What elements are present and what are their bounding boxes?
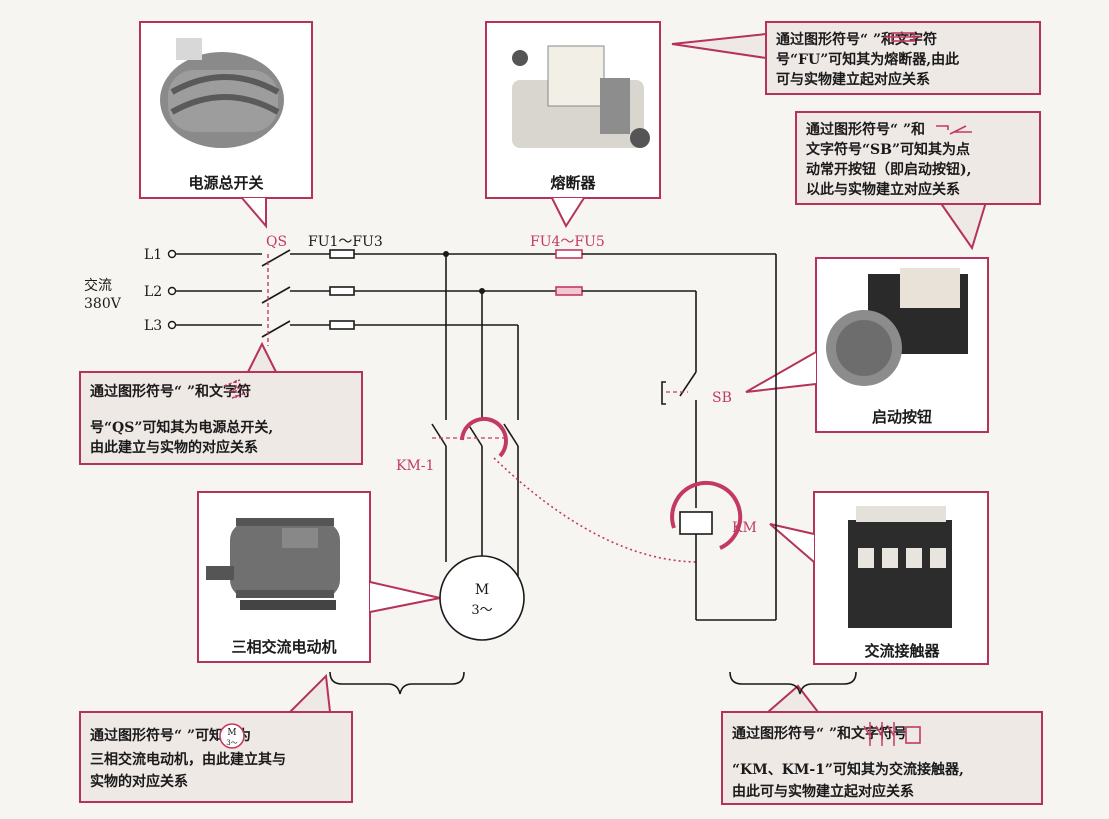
km-coil: KM <box>670 481 757 550</box>
svg-text:三相交流电动机，由此建立其与: 三相交流电动机，由此建立其与 <box>90 751 286 768</box>
svg-text:由此可与实物建立起对应关系: 由此可与实物建立起对应关系 <box>732 783 914 800</box>
fu4-fu5-label: FU4～FU5 <box>530 234 605 250</box>
fu1-fu3-label: FU1～FU3 <box>308 234 383 250</box>
phase-l1-label: L1 <box>144 247 162 263</box>
contactor-photo: 交流接触器 <box>813 491 989 665</box>
phase-l3-label: L3 <box>144 318 162 334</box>
supply-label: 交流 <box>84 277 112 294</box>
svg-text:3～: 3～ <box>226 739 237 747</box>
terminal-l3 <box>167 320 177 330</box>
contactor-bracket <box>729 671 857 695</box>
fuse-symbol-icon <box>884 32 922 42</box>
fuse-pointer <box>551 197 585 229</box>
svg-text:号“FU”可知其为熔断器,由此: 号“FU”可知其为熔断器,由此 <box>776 51 959 68</box>
terminal-l2 <box>167 286 177 296</box>
svg-text:号“QS”可知其为电源总开关,: 号“QS”可知其为电源总开关, <box>90 419 273 436</box>
main-switch-caption: 电源总开关 <box>188 174 263 192</box>
sb-start-button: SB <box>661 371 732 508</box>
start-button-caption: 启动按钮 <box>872 408 932 426</box>
motor-bracket <box>329 671 465 695</box>
motor-caption: 三相交流电动机 <box>231 638 336 656</box>
svg-text:以此与实物建立对应关系: 以此与实物建立对应关系 <box>806 181 960 198</box>
motor-note: 通过图形符号“ ”可知其为 M 3～ 三相交流电动机，由此建立其与 实物的对应关… <box>79 673 353 803</box>
main-switch-photo: 电源总开关 <box>139 21 313 199</box>
terminal-l1 <box>167 249 177 259</box>
km-label: KM <box>732 520 757 536</box>
start-button-photo: 启动按钮 <box>815 257 989 433</box>
fuse-note: 通过图形符号“ ”和文字符 号“FU”可知其为熔断器,由此 可与实物建立起对应关… <box>671 21 1041 95</box>
km-note: 通过图形符号“ ”和文字符号 “KM、KM-1”可知其为交流接触器, 由此可与实… <box>721 684 1043 805</box>
fuse-caption: 熔断器 <box>550 174 596 192</box>
motor-pointer <box>369 581 441 613</box>
km1-main-contacts: KM-1 <box>396 416 519 474</box>
phase-l2-label: L2 <box>144 284 162 300</box>
motor-symbol-icon: M 3～ <box>219 723 245 749</box>
sb-label: SB <box>712 390 732 406</box>
svg-text:通过图形符号“ ”和文字符: 通过图形符号“ ”和文字符 <box>90 383 251 400</box>
qs-main-switch: QS <box>176 234 291 346</box>
svg-text:可与实物建立起对应关系: 可与实物建立起对应关系 <box>776 71 930 88</box>
svg-text:3～: 3～ <box>471 603 492 618</box>
svg-text:文字符号“SB”可知其为点: 文字符号“SB”可知其为点 <box>806 141 970 158</box>
svg-text:动常开按钮（即启动按钮),: 动常开按钮（即启动按钮), <box>806 161 972 178</box>
km1-label: KM-1 <box>396 458 434 474</box>
fuse-photo: 熔断器 <box>485 21 661 199</box>
motor-photo: 三相交流电动机 <box>197 491 371 663</box>
svg-text:“KM、KM-1”可知其为交流接触器,: “KM、KM-1”可知其为交流接触器, <box>732 761 964 778</box>
contactor-symbol-icon <box>863 722 921 746</box>
svg-text:M: M <box>227 728 236 738</box>
motor-symbol: M 3～ <box>439 555 525 641</box>
svg-text:通过图形符号“ ”和: 通过图形符号“ ”和 <box>806 121 925 138</box>
svg-text:通过图形符号“ ”和文字符: 通过图形符号“ ”和文字符 <box>776 31 937 48</box>
main-switch-pointer <box>241 197 267 229</box>
contactor-caption: 交流接触器 <box>864 642 940 660</box>
supply-voltage: 380V <box>84 296 122 312</box>
svg-text:实物的对应关系: 实物的对应关系 <box>90 773 188 790</box>
svg-text:M: M <box>475 582 489 598</box>
svg-text:由此建立与实物的对应关系: 由此建立与实物的对应关系 <box>90 439 258 456</box>
contactor-pointer <box>769 523 815 563</box>
qs-label: QS <box>266 234 287 250</box>
qs-note: 通过图形符号“ ”和文字符 号“QS”可知其为电源总开关, 由此建立与实物的对应… <box>79 341 363 465</box>
fuses-fu1-fu3: FU1～FU3 <box>308 234 383 330</box>
mechanical-link <box>493 457 697 563</box>
start-button-pointer <box>745 351 817 393</box>
pushbutton-symbol-icon <box>936 125 972 135</box>
fuses-fu4-fu5: FU4～FU5 <box>530 234 605 296</box>
sb-note: 通过图形符号“ ”和 文字符号“SB”可知其为点 动常开按钮（即启动按钮), 以… <box>795 111 1041 251</box>
